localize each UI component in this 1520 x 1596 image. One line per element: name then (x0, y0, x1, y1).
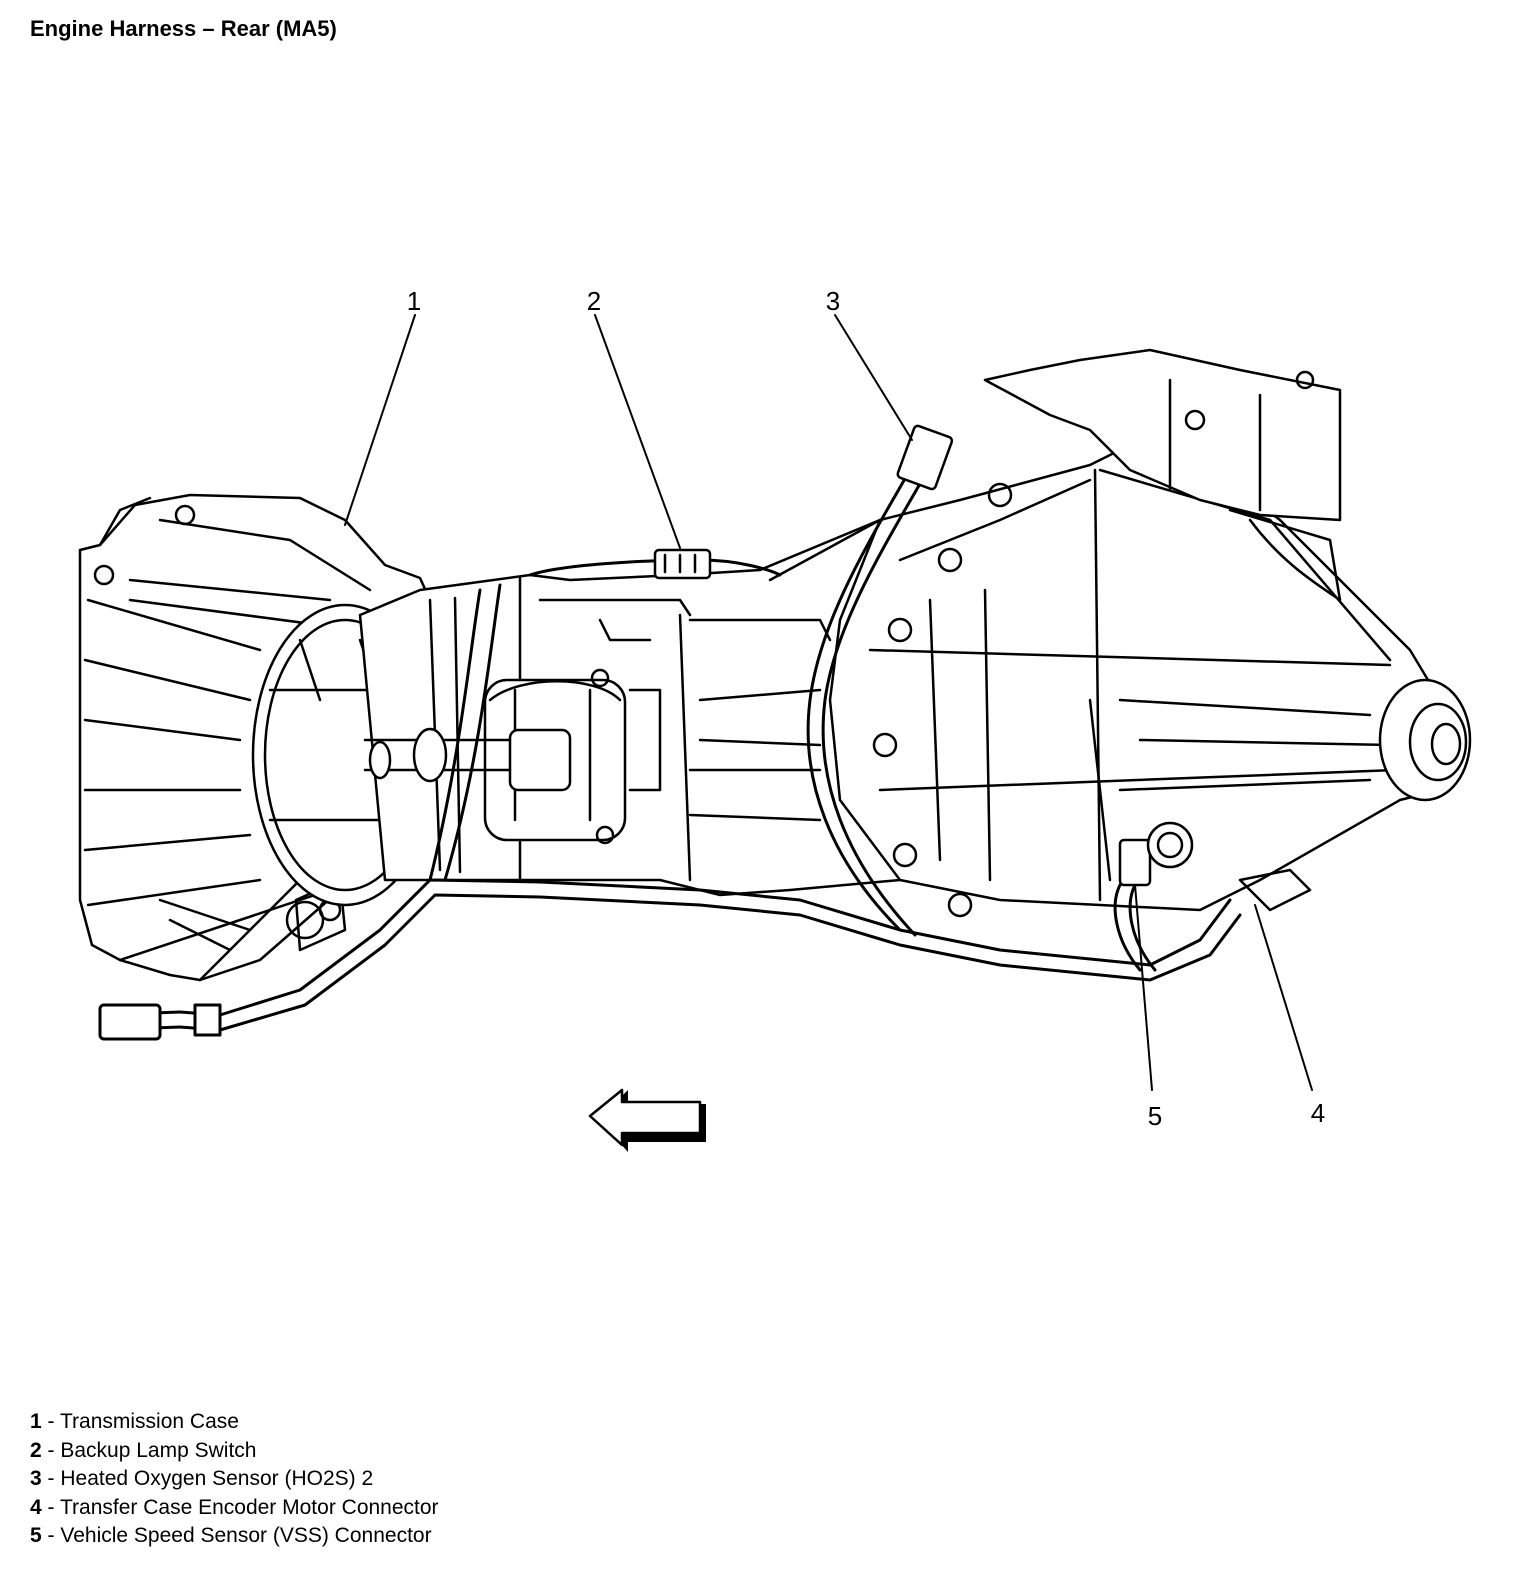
wiring-harness (98, 468, 1242, 1041)
callout-2-number: 2 (587, 286, 601, 316)
legend-item-5: 5 - Vehicle Speed Sensor (VSS) Connector (30, 1524, 432, 1547)
legend-item-4: 4 - Transfer Case Encoder Motor Connecto… (30, 1495, 439, 1519)
backup-lamp-switch-connector (653, 548, 712, 580)
encoder-motor (983, 348, 1342, 912)
ho2s-connector (896, 424, 954, 491)
callout-legend: 1 - Transmission Case 2 - Backup Lamp Sw… (30, 1408, 439, 1551)
shifter-assembly (363, 668, 662, 845)
callout-4-number: 4 (1311, 1098, 1325, 1128)
diagram-title: Engine Harness – Rear (MA5) (30, 16, 337, 41)
legend-item-1: 1 - Transmission Case (30, 1410, 239, 1433)
callout-3-number: 3 (826, 286, 840, 316)
legend-item-3: 3 - Heated Oxygen Sensor (HO2S) 2 (30, 1467, 374, 1490)
vss-connector (1118, 821, 1194, 887)
leader-lines (344, 314, 1313, 1091)
callout-5-number: 5 (1148, 1101, 1162, 1131)
output-shaft (1378, 678, 1472, 802)
left-arrow-icon (588, 1088, 706, 1152)
legend-item-2: 2 - Backup Lamp Switch (30, 1438, 257, 1462)
callout-1-number: 1 (407, 286, 421, 316)
transfer-case (828, 428, 1442, 918)
